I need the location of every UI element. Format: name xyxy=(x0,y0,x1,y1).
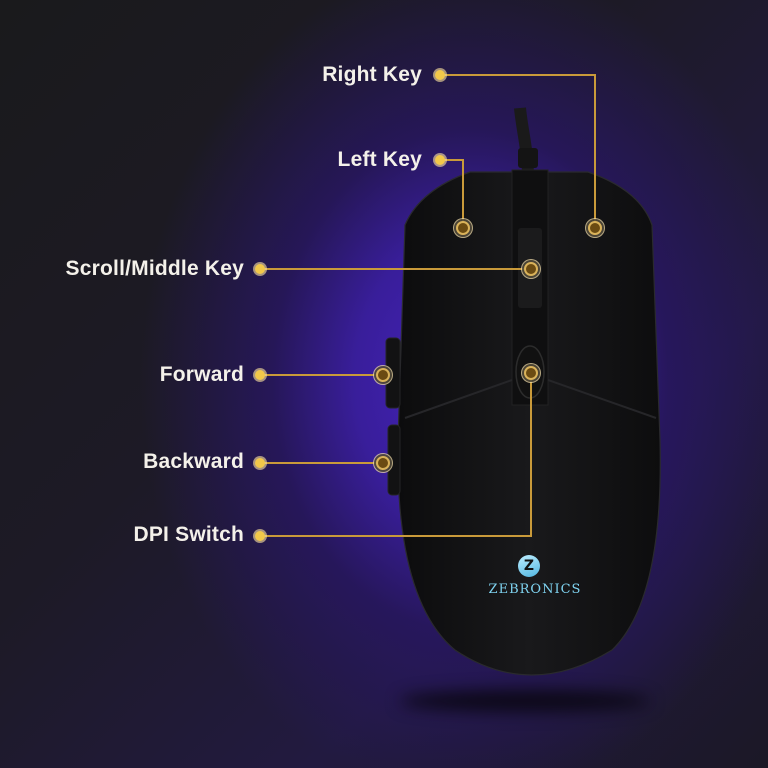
scroll-key-line xyxy=(262,268,530,270)
forward-line xyxy=(262,374,382,376)
target-scroll-key xyxy=(524,262,538,276)
target-forward xyxy=(376,368,390,382)
target-backward xyxy=(376,456,390,470)
target-right-key xyxy=(588,221,602,235)
backward-line xyxy=(262,462,382,464)
callout-dot-backward xyxy=(255,458,265,468)
callout-dot-scroll-key xyxy=(255,264,265,274)
label-forward: Forward xyxy=(159,363,244,386)
label-scroll-middle-key: Scroll/Middle Key xyxy=(65,257,244,280)
callout-dot-forward xyxy=(255,370,265,380)
mouse-shadow xyxy=(400,690,650,712)
dpi-switch-line xyxy=(262,535,532,537)
target-dpi-switch xyxy=(524,366,538,380)
left-key-line xyxy=(443,159,463,161)
right-key-line-vertical xyxy=(594,74,596,228)
right-key-line xyxy=(443,74,595,76)
brand-logo-icon xyxy=(518,555,540,577)
backward-button-shape xyxy=(387,424,401,496)
label-dpi-switch: DPI Switch xyxy=(133,523,244,546)
dpi-switch-line-vertical xyxy=(530,374,532,537)
callout-dot-left-key xyxy=(435,155,445,165)
left-key-line-vertical xyxy=(462,159,464,227)
mouse-body xyxy=(397,171,661,676)
label-backward: Backward xyxy=(143,450,244,473)
callout-dot-dpi-switch xyxy=(255,531,265,541)
callout-dot-right-key xyxy=(435,70,445,80)
label-left-key: Left Key xyxy=(337,148,422,171)
brand-name: ZEBRONICS xyxy=(488,582,582,597)
label-right-key: Right Key xyxy=(322,63,422,86)
target-left-key xyxy=(456,221,470,235)
